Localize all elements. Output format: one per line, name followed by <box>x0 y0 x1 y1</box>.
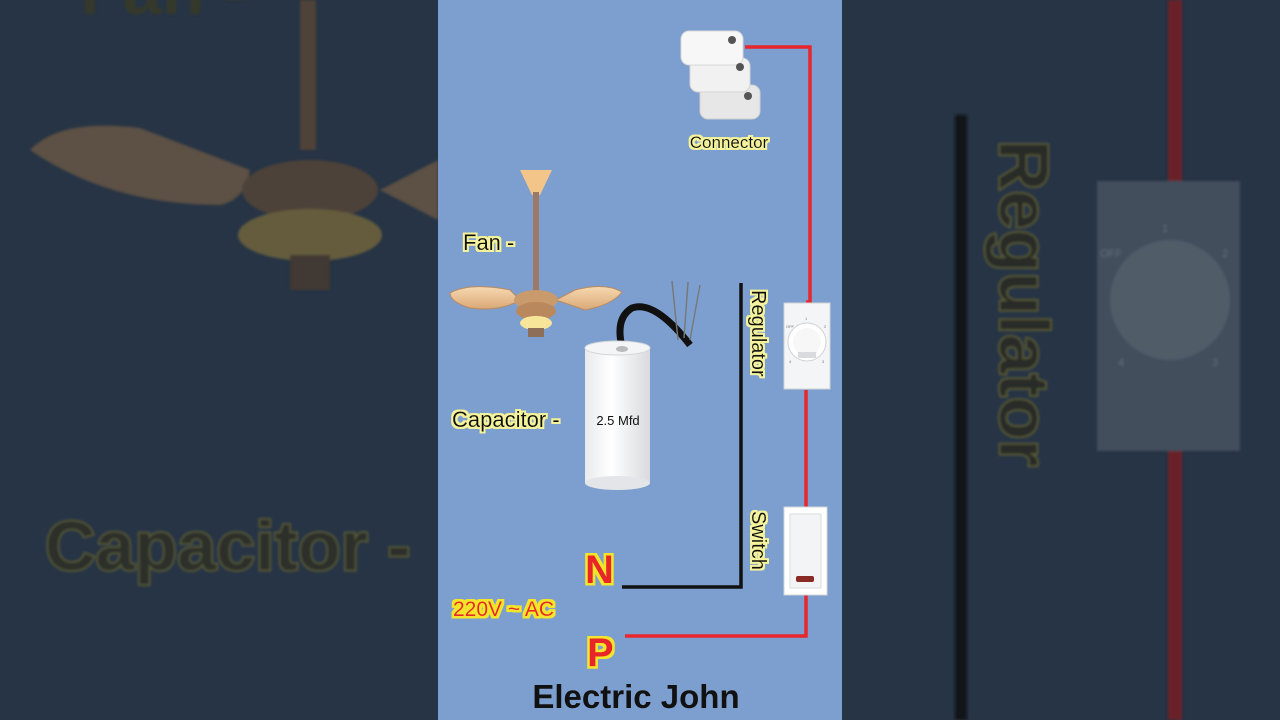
bg-dial-mark-4: 4 <box>1118 357 1124 369</box>
capacitor-leads <box>616 280 701 348</box>
neutral-label: N <box>585 548 614 592</box>
connector-label: Connector <box>690 133 769 152</box>
connector-block-icon <box>680 30 761 120</box>
regulator-label: Regulator <box>747 290 769 377</box>
channel-credit: Electric John <box>532 678 739 715</box>
wall-switch-icon <box>783 506 828 596</box>
supply-voltage-label: 220V ~ AC <box>453 598 554 621</box>
fan-label: Fan - <box>463 230 514 255</box>
bg-dial-mark-off: OFF <box>1100 248 1122 260</box>
fan-regulator-icon: OFF 1 2 3 4 <box>783 302 831 390</box>
switch-label: Switch <box>747 511 769 570</box>
capacitor-value: 2.5 Mfd <box>596 413 639 428</box>
bg-dial-mark-2: 2 <box>1222 248 1228 260</box>
phase-label: P <box>587 631 614 675</box>
bg-capacitor-label: Capacitor - <box>45 507 411 585</box>
bg-fan-label: Fan - <box>80 0 247 29</box>
bg-dial-mark-1: 1 <box>1162 223 1168 235</box>
regulator-dial-mark-4: 4 <box>789 359 792 364</box>
bg-dial-mark-3: 3 <box>1212 357 1218 369</box>
regulator-dial-mark-1: 1 <box>805 316 808 321</box>
phase-wire <box>625 45 812 638</box>
capacitor-icon <box>584 340 651 490</box>
regulator-dial-mark-2: 2 <box>824 324 827 329</box>
ceiling-fan-icon <box>449 170 623 337</box>
bg-fan-icon <box>30 0 438 290</box>
capacitor-label: Capacitor - <box>452 407 560 432</box>
background-left: Fan - Capacitor - <box>30 0 438 587</box>
neutral-wire <box>622 283 743 589</box>
regulator-dial-mark-off: OFF <box>786 324 795 329</box>
bg-regulator-label: Regulator <box>985 140 1063 467</box>
background-right: Regulator OFF 1 2 3 4 <box>955 0 1240 720</box>
regulator-dial-mark-3: 3 <box>822 359 825 364</box>
